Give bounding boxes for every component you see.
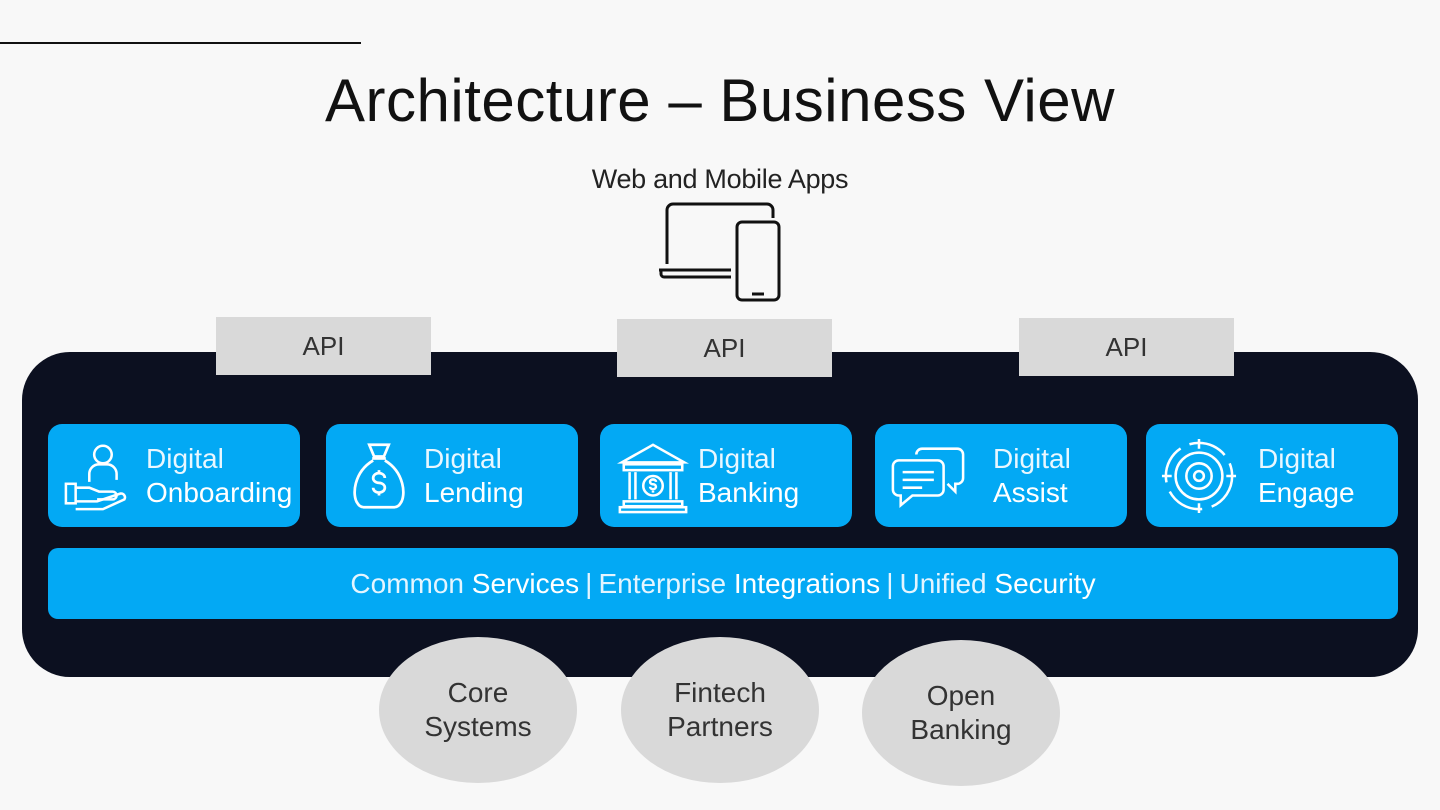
money-bag-icon <box>353 442 405 509</box>
chat-bubbles-icon <box>891 446 965 508</box>
services-part3-light: Unified <box>899 567 987 599</box>
top-rule <box>0 42 361 44</box>
laptop-phone-icon <box>659 202 781 302</box>
product-card-onboarding: Digital Onboarding <box>48 424 300 527</box>
backend-line1: Open <box>926 680 996 712</box>
product-line1: Digital <box>993 443 1071 475</box>
product-line2: Engage <box>1258 476 1355 508</box>
api-box-center: API <box>617 319 832 377</box>
services-part2-strong: Integrations <box>733 567 881 599</box>
backend-line2: Systems <box>424 711 532 742</box>
services-separator: | <box>585 567 593 599</box>
product-line1: Digital <box>698 443 776 475</box>
product-card-engage: Digital Engage <box>1146 424 1398 527</box>
api-box-left: API <box>216 317 431 375</box>
backend-line2: Partners <box>667 711 773 742</box>
services-separator: | <box>886 567 894 599</box>
backend-line1: Fintech <box>674 677 766 709</box>
product-line1: Digital <box>1258 443 1336 475</box>
product-line1: Digital <box>146 443 224 475</box>
product-line2: Banking <box>698 476 800 508</box>
backend-line2: Banking <box>910 714 1012 745</box>
services-part3-strong: Security <box>994 567 1096 599</box>
product-line1: Digital <box>424 443 502 475</box>
bank-building-icon <box>616 442 690 513</box>
product-line2: Lending <box>424 476 524 508</box>
common-services-bar: Common Services | Enterprise Integration… <box>48 548 1398 619</box>
apps-label: Web and Mobile Apps <box>591 164 849 194</box>
product-line2: Onboarding <box>146 476 293 508</box>
backend-line1: Core <box>447 677 509 709</box>
services-part2-light: Enterprise <box>598 567 727 599</box>
hand-person-icon <box>64 444 127 510</box>
services-part1-strong: Services <box>471 567 580 599</box>
page-title: Architecture – Business View <box>325 67 1115 134</box>
services-part1-light: Common <box>350 567 465 599</box>
product-card-banking: Digital Banking <box>600 424 852 527</box>
backend-fintech-partners: Fintech Partners <box>621 637 819 783</box>
product-card-lending: Digital Lending <box>326 424 578 527</box>
target-icon <box>1161 438 1237 513</box>
backend-core-systems: Core Systems <box>379 637 577 783</box>
api-box-right: API <box>1019 318 1234 376</box>
backend-open-banking: Open Banking <box>862 640 1060 786</box>
product-line2: Assist <box>993 476 1068 508</box>
product-card-assist: Digital Assist <box>875 424 1127 527</box>
